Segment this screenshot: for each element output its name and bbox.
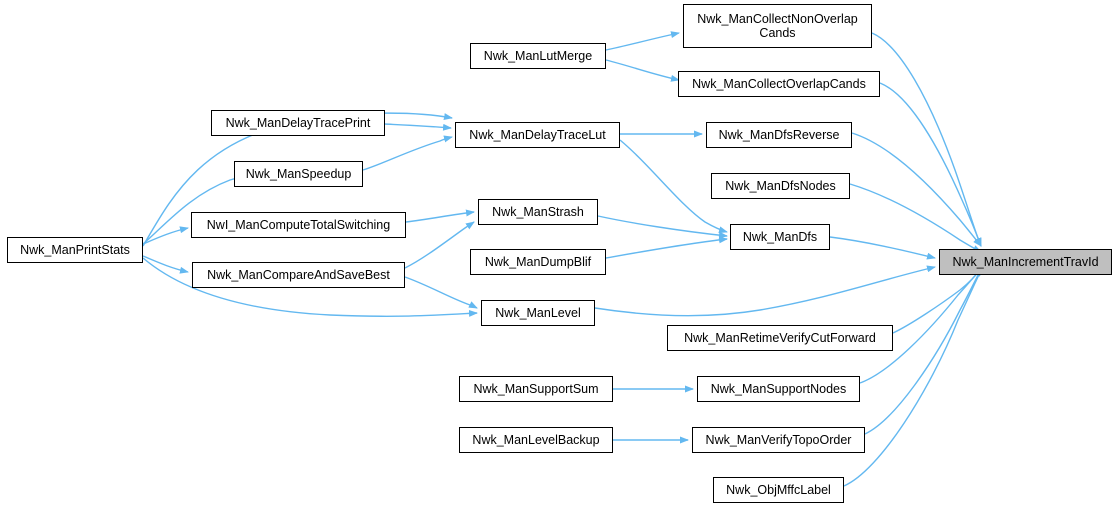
node-n7[interactable]: Nwk_ManLutMerge bbox=[470, 43, 606, 69]
node-n11[interactable]: Nwk_ManLevel bbox=[481, 300, 595, 326]
node-n4[interactable]: Nwk_ManCompareAndSaveBest bbox=[192, 262, 405, 288]
node-n1[interactable]: Nwk_ManDelayTracePrint bbox=[211, 110, 385, 136]
node-n18[interactable]: Nwk_ManSupportNodes bbox=[697, 376, 860, 402]
node-n17[interactable]: Nwk_ManRetimeVerifyCutForward bbox=[667, 325, 893, 351]
edge-n20-n21 bbox=[843, 265, 984, 487]
edge-n12-n21 bbox=[871, 32, 982, 247]
node-n5[interactable]: Nwk_ManSupportSum bbox=[459, 376, 613, 402]
edge-n4-n9 bbox=[404, 221, 475, 269]
edge-n4-n11 bbox=[404, 276, 478, 309]
edge-n0-n3 bbox=[142, 226, 189, 245]
node-n2[interactable]: Nwk_ManSpeedup bbox=[234, 161, 363, 187]
edge-n2-n8 bbox=[362, 135, 453, 171]
edge-n14-n21 bbox=[851, 132, 982, 247]
node-n0[interactable]: Nwk_ManPrintStats bbox=[7, 237, 143, 263]
node-n13[interactable]: Nwk_ManCollectOverlapCands bbox=[678, 71, 880, 97]
node-n15[interactable]: Nwk_ManDfsNodes bbox=[711, 173, 850, 199]
edge-n9-n16 bbox=[597, 215, 728, 239]
edge-n7-n12 bbox=[605, 31, 680, 51]
node-n14[interactable]: Nwk_ManDfsReverse bbox=[706, 122, 852, 148]
edge-n15-n21 bbox=[849, 183, 982, 253]
node-n3[interactable]: NwI_ManComputeTotalSwitching bbox=[191, 212, 406, 238]
edge-n13-n21 bbox=[879, 82, 982, 247]
node-n10[interactable]: Nwk_ManDumpBlif bbox=[470, 249, 606, 275]
node-n20[interactable]: Nwk_ObjMffcLabel bbox=[713, 477, 844, 503]
node-n8[interactable]: Nwk_ManDelayTraceLut bbox=[455, 122, 620, 148]
edge-n11-n21 bbox=[594, 265, 936, 317]
edge-n17-n21 bbox=[892, 267, 982, 334]
node-n9[interactable]: Nwk_ManStrash bbox=[478, 199, 598, 225]
edge-n1-n8 bbox=[384, 123, 452, 131]
edge-n0-n4 bbox=[142, 255, 189, 274]
node-n19[interactable]: Nwk_ManVerifyTopoOrder bbox=[692, 427, 865, 453]
edge-n19-n21 bbox=[864, 267, 983, 435]
edge-n7-n13 bbox=[605, 59, 680, 82]
node-n16[interactable]: Nwk_ManDfs bbox=[730, 224, 830, 250]
edge-n3-n9 bbox=[405, 209, 475, 223]
node-n6[interactable]: Nwk_ManLevelBackup bbox=[459, 427, 613, 453]
edge-n10-n16 bbox=[605, 236, 728, 259]
node-n12[interactable]: Nwk_ManCollectNonOverlap Cands bbox=[683, 4, 872, 48]
node-n21[interactable]: Nwk_ManIncrementTravId bbox=[939, 249, 1112, 275]
edge-n16-n21 bbox=[829, 236, 936, 260]
